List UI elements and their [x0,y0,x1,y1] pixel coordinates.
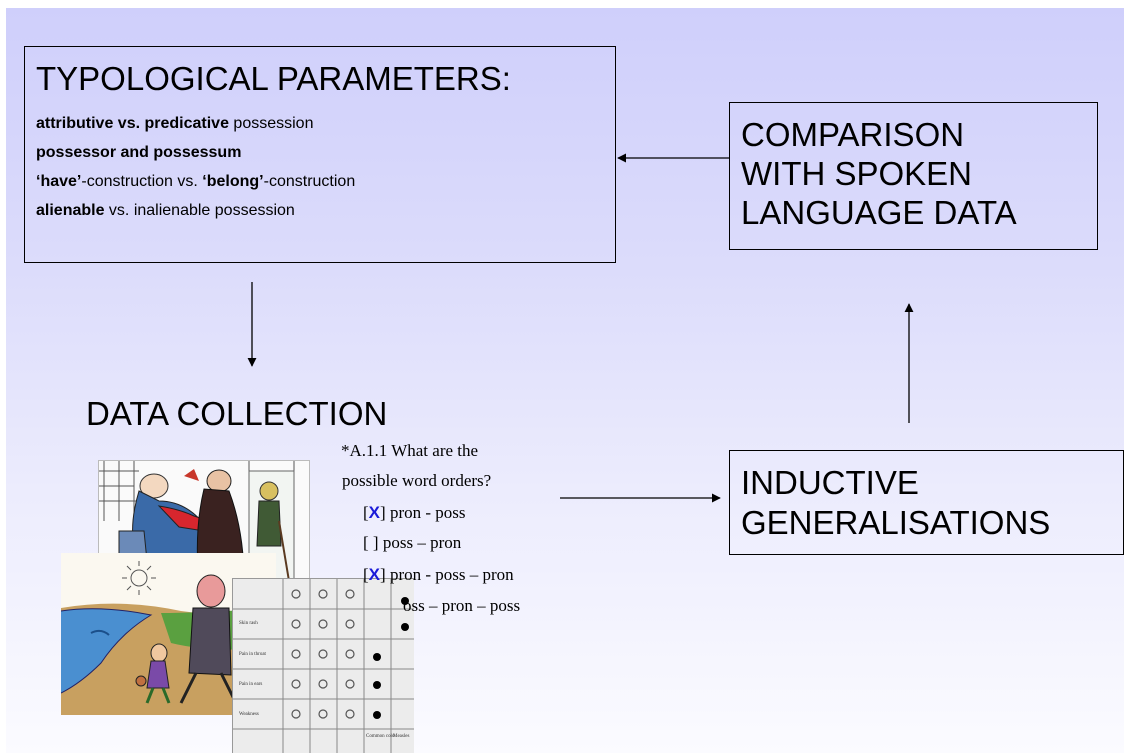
questionnaire-option: [X] pron - poss [363,502,466,524]
check-mark: X [368,503,381,522]
parameter-bold: ‘belong’ [202,173,264,190]
questionnaire-option: [ ] poss – pron [363,532,461,554]
parameter-bold: ‘have’ [36,173,82,190]
checkbox-bracket: ] [372,533,379,552]
inductive-line: INDUCTIVE [741,464,919,501]
grid-col-label: Common cold [366,734,395,739]
grid-row-label: Pain in ears [239,682,262,687]
checkbox-bracket: [ [363,533,369,552]
grid-col-label: Measles [393,734,409,739]
parameter-text: vs. inalienable possession [104,202,295,219]
grid-row-label: Pain in throat [239,652,267,657]
parameter-text: possession [228,115,314,132]
inductive-line: GENERALISATIONS [741,504,1051,541]
questionnaire-question: possible word orders? [342,471,492,490]
parameter-line: possessor and possessum [36,138,615,167]
option-text: pron - poss [385,503,466,522]
grid-row-label: Weakness [239,712,259,717]
parameter-text: -construction vs. [81,173,203,190]
option-text: pron - poss – pron [385,565,514,584]
parameter-line: attributive vs. predicative possession [36,109,615,138]
typological-parameters-box: TYPOLOGICAL PARAMETERS: attributive vs. … [24,46,616,263]
parameter-bold: alienable [36,202,105,219]
checkbox-bracket: [ [363,503,369,522]
arrows-layer [247,153,914,503]
check-mark: X [368,565,381,584]
grid-row-label: Skin rash [239,621,258,626]
questionnaire-question: *A.1.1 What are the [341,441,479,460]
comparison-line: LANGUAGE DATA [741,194,1017,231]
parameter-bold: possessor and possessum [36,144,242,161]
option-text: oss – pron – poss [403,596,521,615]
comparison-box: COMPARISON WITH SPOKEN LANGUAGE DATA [729,102,1098,250]
data-collection-title: DATA COLLECTION [86,395,388,432]
parameter-line: ‘have’-construction vs. ‘belong’-constru… [36,167,615,196]
typological-parameters-title: TYPOLOGICAL PARAMETERS: [36,60,511,97]
checkbox-bracket: [ [363,565,369,584]
comparison-line: COMPARISON [741,116,965,153]
parameter-text: -construction [263,173,356,190]
questionnaire-grid-sheet: Skin rash Pain in throat Pain in ears We… [232,578,414,753]
questionnaire-option: oss – pron – poss [403,595,520,617]
questionnaire-option: [X] pron - poss – pron [363,564,514,586]
slide: TYPOLOGICAL PARAMETERS: attributive vs. … [6,8,1124,753]
checkbox-bracket: ] [380,565,386,584]
parameter-line: alienable vs. inalienable possession [36,196,615,225]
parameter-bold: attributive vs. predicative [36,115,229,132]
comparison-line: WITH SPOKEN [741,155,973,192]
checkbox-bracket: ] [380,503,386,522]
option-text: poss – pron [378,533,462,552]
